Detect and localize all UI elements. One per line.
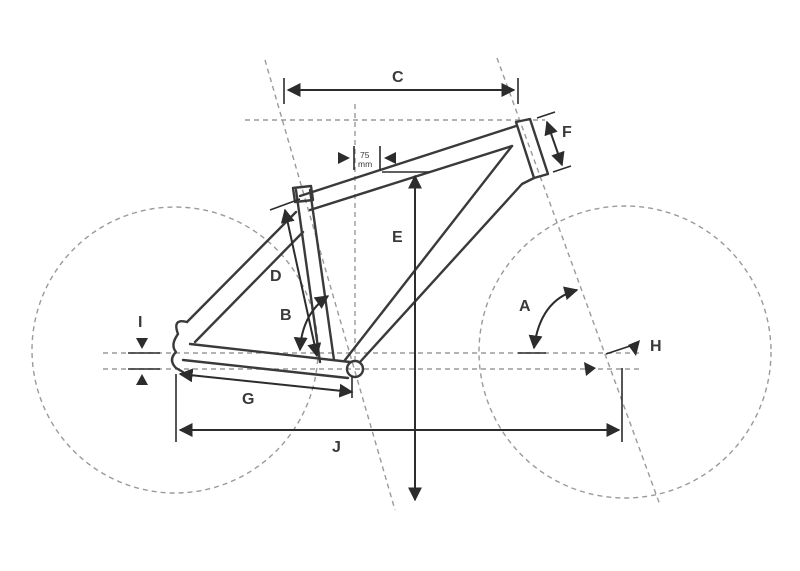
seat-collar — [291, 184, 315, 204]
dimension-d-tick-top — [269, 198, 301, 211]
label-e: E — [392, 229, 403, 246]
dimension-f-line — [544, 120, 565, 167]
dimension-i-arrow-top — [136, 338, 148, 349]
offset-unit: mm — [358, 159, 372, 169]
dimension-h-arrow-top — [628, 340, 640, 356]
chain-stay — [181, 342, 352, 380]
down-tube — [343, 144, 536, 364]
dimension-f-tick-bottom — [552, 165, 572, 173]
angle-a-arc — [528, 286, 579, 350]
head-tube-axis-line — [496, 57, 661, 506]
dimension-g-line — [178, 368, 354, 398]
dimension-i-arrow-bottom — [136, 374, 148, 385]
label-f: F — [562, 124, 572, 141]
offset-marker-arrow-right — [384, 152, 396, 164]
dimension-f-tick-top — [536, 111, 556, 119]
label-c: C — [392, 69, 404, 86]
label-d: D — [270, 268, 282, 285]
offset-marker-arrow-left — [338, 152, 350, 164]
dimension-h-arrow-bottom — [584, 362, 596, 376]
label-j: J — [332, 439, 341, 456]
angle-b-arc — [293, 295, 330, 352]
label-h: H — [650, 338, 662, 355]
top-tube — [298, 124, 518, 212]
rear-dropout — [170, 320, 189, 374]
head-tube — [514, 117, 550, 180]
label-i: I — [138, 314, 142, 331]
label-a: A — [519, 298, 531, 315]
label-g: G — [242, 391, 254, 408]
offset-value: 75 — [360, 150, 370, 160]
front-wheel — [478, 205, 772, 499]
label-b: B — [280, 307, 292, 324]
